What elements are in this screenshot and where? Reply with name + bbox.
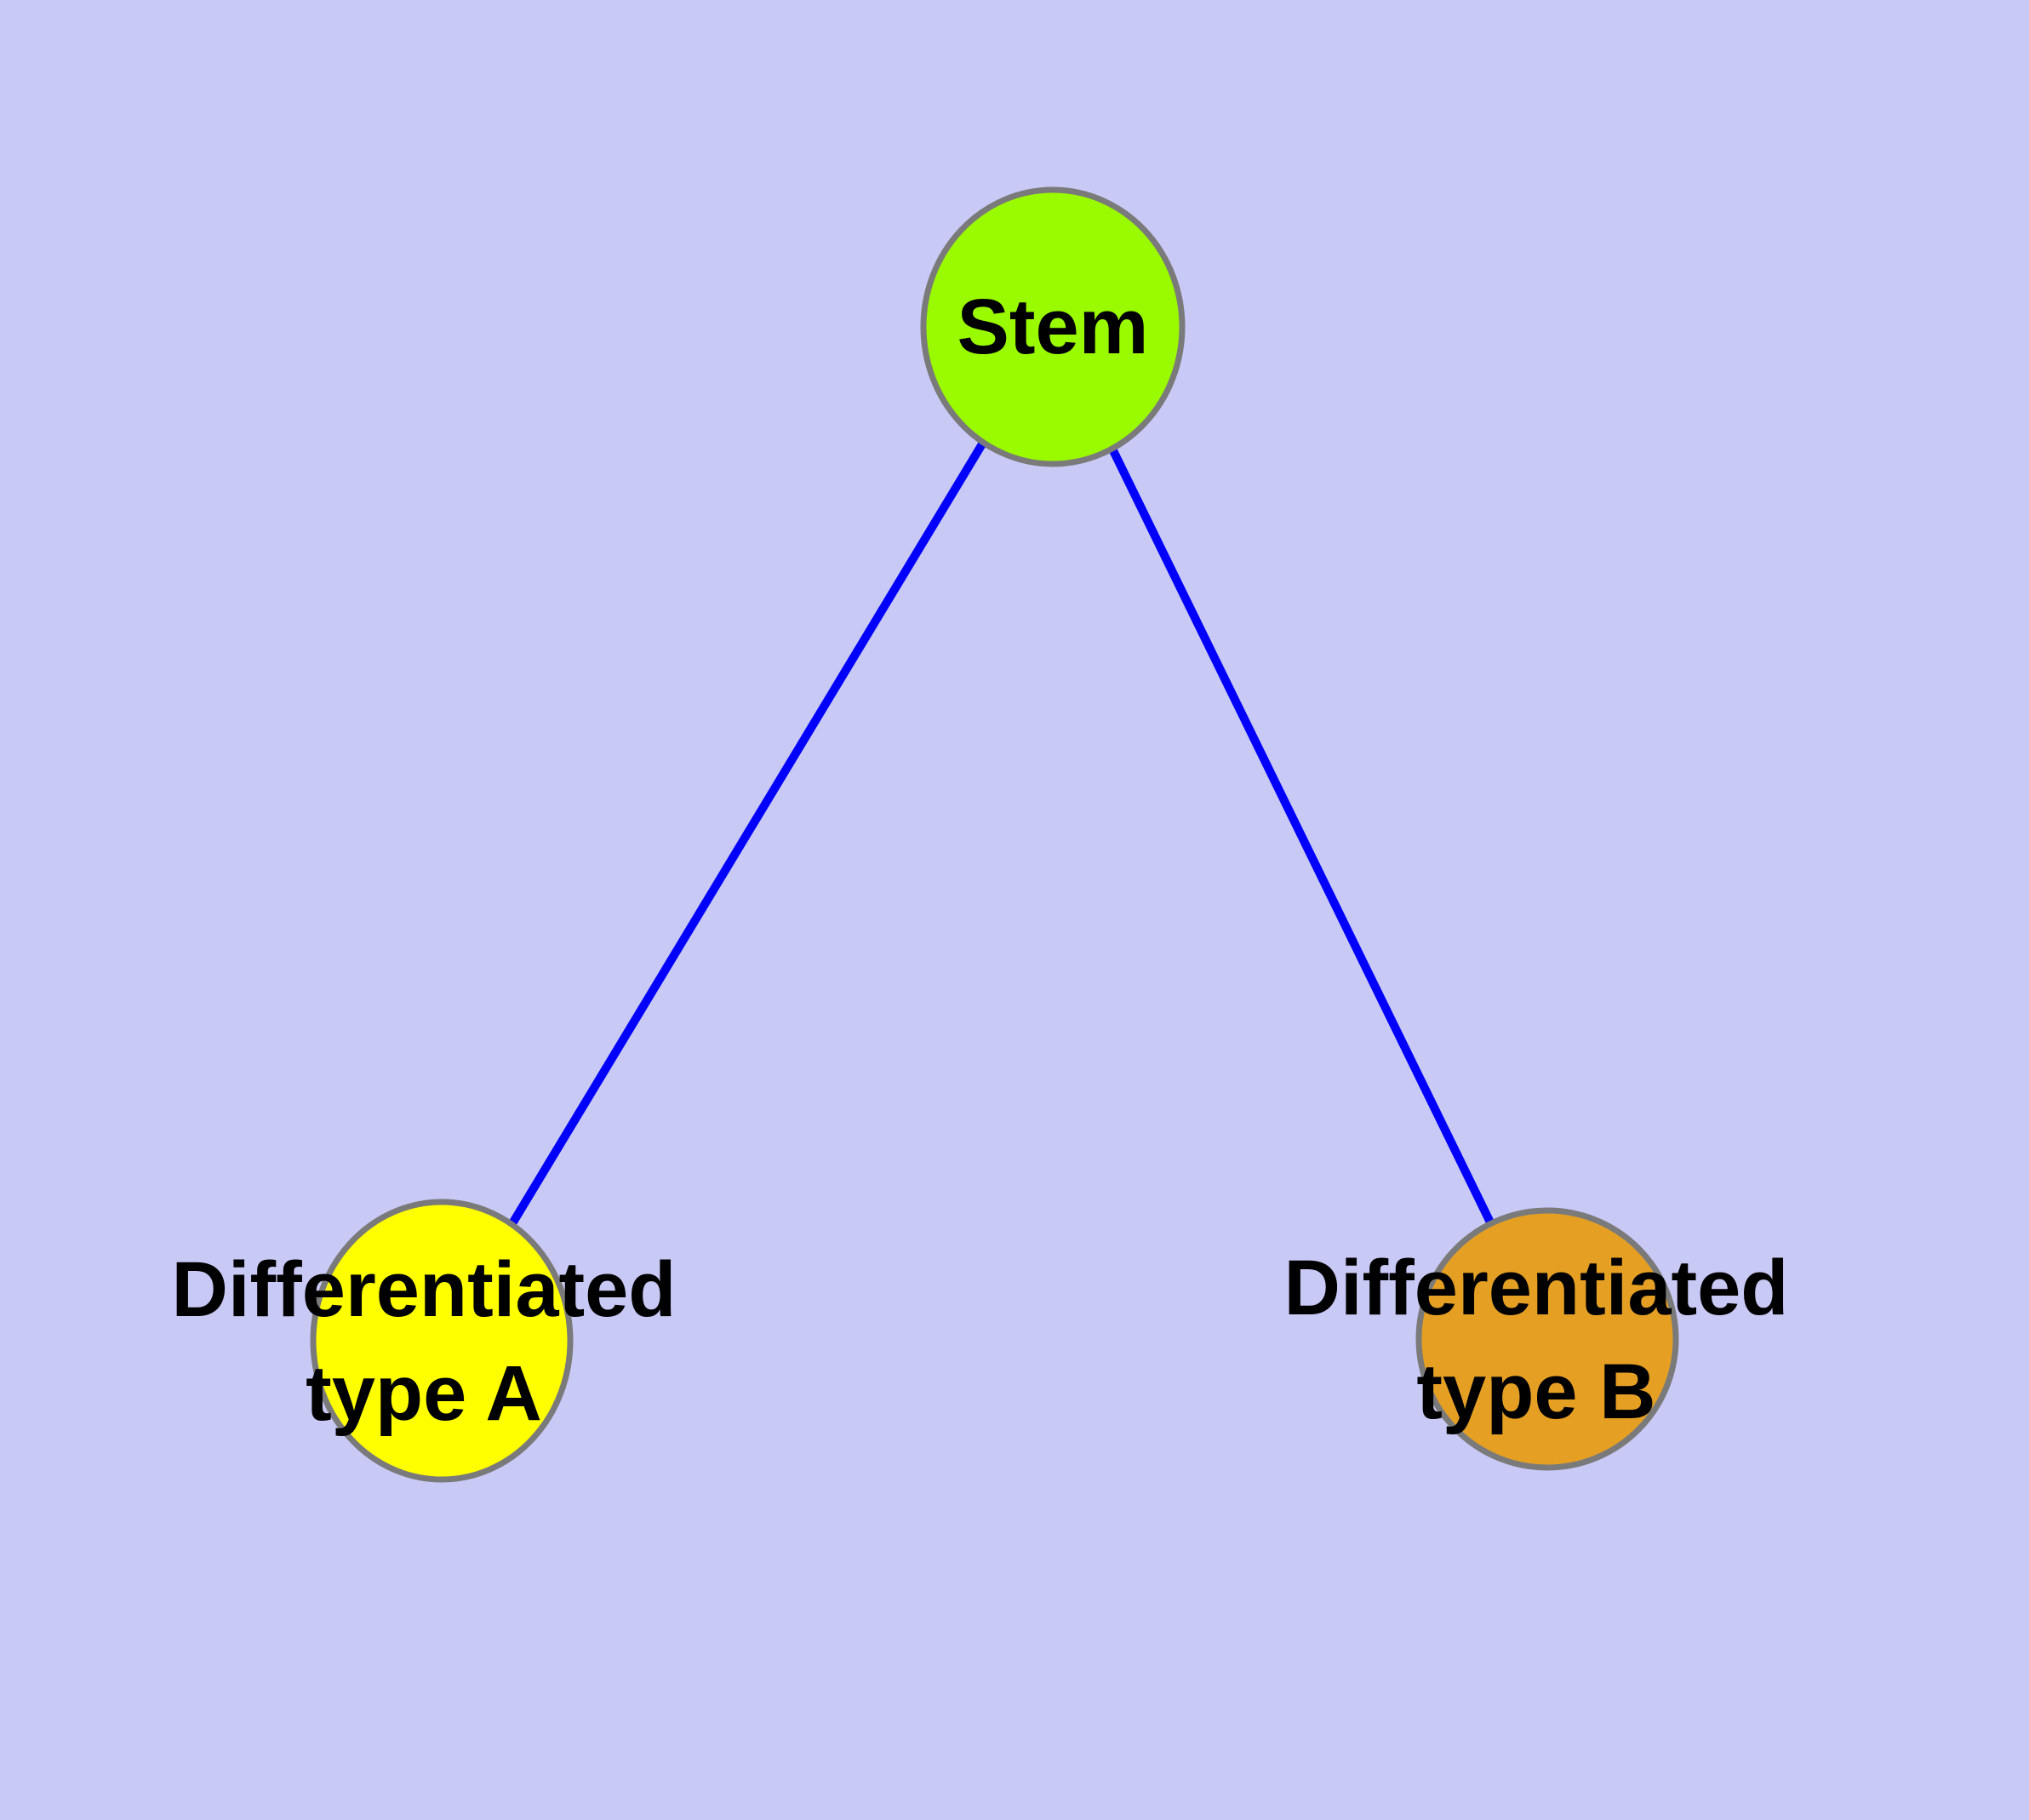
edge-stem-to-type-a (437, 324, 1057, 1343)
edge-stem-to-type-b (1049, 324, 1552, 1342)
type-b-node-shape (1415, 1207, 1679, 1471)
type-a-node-label-line2: type A (306, 1350, 542, 1437)
stem-node-shape (920, 186, 1186, 467)
type-a-node-shape (310, 1199, 574, 1483)
node-differentiated-type-b: Differentiated type B (1284, 1207, 1789, 1471)
type-a-node-label-line1: Differentiated (172, 1246, 677, 1333)
type-b-node-label-line1: Differentiated (1284, 1245, 1789, 1331)
stem-node-label: Stem (957, 283, 1149, 370)
node-differentiated-type-a: Differentiated type A (172, 1199, 677, 1483)
node-stem: Stem (920, 186, 1186, 467)
type-b-node-label-line2: type B (1416, 1348, 1655, 1435)
edge-group (437, 324, 1552, 1343)
